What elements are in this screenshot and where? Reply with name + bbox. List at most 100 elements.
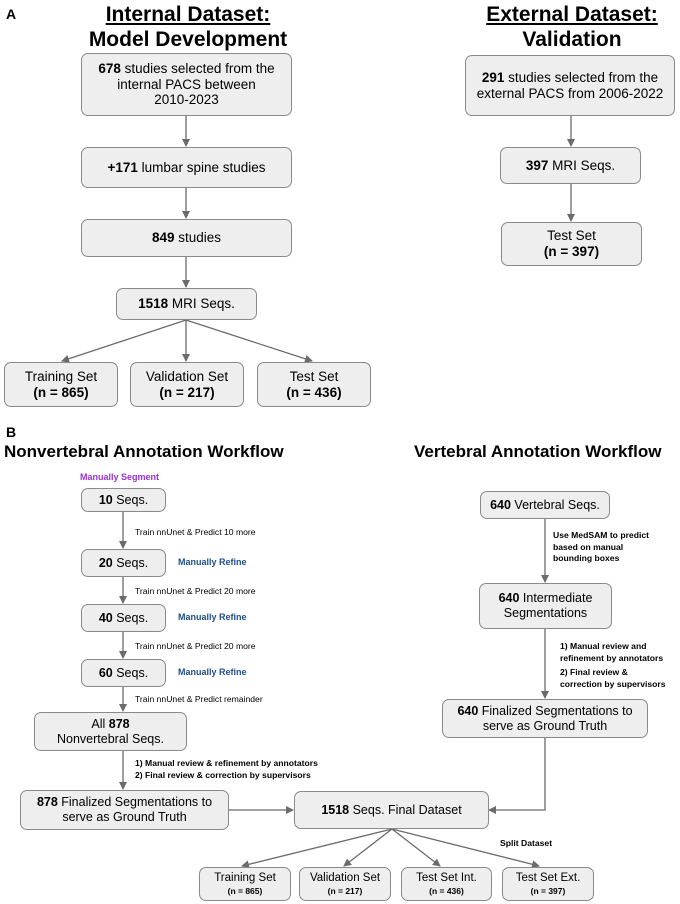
box-849-number: 849 [151, 230, 175, 246]
box-878-number: 878 [36, 795, 58, 810]
box-171-lumbar: +171 lumbar spine studies [81, 147, 292, 188]
box-849-text: studies [174, 230, 222, 246]
box-external-test-set: Test Set (n = 397) [501, 222, 642, 266]
box-171-text: lumbar spine studies [137, 159, 266, 175]
medsam-line-2: based on manual [553, 541, 624, 552]
box-878-finalized: 878 Finalized Segmentations to serve as … [20, 790, 229, 830]
medsam-line-1: Use MedSAM to predict [553, 530, 649, 540]
final-training-label: Training Set [214, 872, 276, 885]
arrow-split-training [241, 828, 393, 869]
nonvertebral-workflow-title: Nonvertebral Annotation Workflow [4, 442, 284, 461]
box-878-line-2: serve as Ground Truth [62, 810, 187, 824]
box-all-line-2: Nonvertebral Seqs. [56, 731, 164, 746]
box-20-number: 20 [98, 555, 113, 570]
step-train-predict-20a: Train nnUnet & Predict 20 more [135, 586, 256, 596]
nonvert-review-2: 2) Final review & correction by supervis… [135, 769, 311, 780]
arrow-640-to-final-dataset [488, 738, 546, 814]
validation-set-n: (n = 217) [159, 384, 215, 400]
box-all-prefix: All [91, 716, 109, 731]
arrow-split-validation [343, 828, 393, 867]
step-train-predict-20b: Train nnUnet & Predict 20 more [135, 641, 256, 651]
box-640-fin-text: Finalized Segmentations to [478, 703, 633, 718]
box-849-studies: 849 studies [81, 219, 292, 257]
box-397-mri: 397 MRI Seqs. [500, 147, 641, 184]
external-title-line-2: Validation [522, 28, 622, 52]
training-set-n: (n = 865) [33, 384, 89, 400]
vert-review-2a: 2) Final review & [560, 667, 628, 678]
box-640-finalized: 640 Finalized Segmentations to serve as … [442, 699, 648, 738]
vert-review-1a: 1) Manual review and [560, 641, 647, 651]
box-640-intermediate: 640 Intermediate Segmentations [479, 583, 612, 629]
box-640-fin-number: 640 [457, 703, 479, 718]
box-10-seqs: 10 Seqs. [81, 488, 166, 512]
box-all-878: All 878 Nonvertebral Seqs. [34, 712, 187, 751]
final-test-int-label: Test Set Int. [416, 872, 477, 885]
box-final-training: Training Set (n = 865) [199, 867, 291, 901]
arrow-split-test-ext [391, 828, 540, 869]
final-dataset-text: Seqs. Final Dataset [349, 802, 462, 817]
medsam-notes: Use MedSAM to predict based on manual bo… [553, 530, 649, 565]
box-final-test-int: Test Set Int. (n = 436) [401, 867, 492, 901]
box-291-text: studies selected from the [504, 69, 659, 85]
box-171-number: +171 [107, 159, 138, 175]
box-1518-final-dataset: 1518 Seqs. Final Dataset [294, 791, 489, 829]
vertebral-workflow-title: Vertebral Annotation Workflow [414, 442, 662, 461]
box-10-number: 10 [98, 492, 113, 507]
internal-dataset-title: Internal Dataset: Model Development [60, 2, 316, 52]
vert-review-2b: correction by supervisors [560, 678, 666, 689]
box-640-vert-number: 640 [490, 497, 511, 512]
box-640-vert-text: Vertebral Seqs. [510, 497, 600, 512]
box-678-line-3: 2010-2023 [154, 92, 219, 108]
step-train-predict-10: Train nnUnet & Predict 10 more [135, 527, 256, 537]
box-397-number: 397 [525, 157, 549, 173]
internal-title-line-2: Model Development [88, 28, 288, 52]
box-678-text: studies selected from the [120, 60, 275, 76]
external-dataset-title: External Dataset: Validation [452, 2, 680, 52]
training-set-label: Training Set [24, 368, 98, 384]
internal-title-line-1: Internal Dataset: [105, 3, 271, 26]
box-291-studies: 291 studies selected from the external P… [465, 55, 675, 116]
final-validation-label: Validation Set [309, 872, 381, 885]
final-dataset-number: 1518 [321, 802, 350, 817]
arrow-split-test-int [391, 828, 441, 867]
box-test-set: Test Set (n = 436) [257, 362, 371, 407]
box-final-validation: Validation Set (n = 217) [299, 867, 391, 901]
box-20-seqs: 20 Seqs. [81, 549, 166, 577]
box-60-seqs: 60 Seqs. [81, 659, 166, 687]
box-40-number: 40 [98, 610, 113, 625]
final-test-ext-label: Test Set Ext. [515, 872, 581, 885]
arrow-to-test [185, 319, 313, 363]
split-dataset-label: Split Dataset [500, 838, 553, 848]
box-678-studies: 678 studies selected from the internal P… [81, 53, 292, 116]
box-1518-text: MRI Seqs. [168, 296, 235, 312]
final-validation-n: (n = 217) [327, 885, 363, 896]
box-10-text: Seqs. [112, 492, 149, 507]
panel-b-label: B [6, 424, 17, 440]
box-final-test-ext: Test Set Ext. (n = 397) [502, 867, 594, 901]
test-set-label: Test Set [289, 368, 339, 384]
vert-review-1b: refinement by annotators [560, 652, 664, 663]
box-40-seqs: 40 Seqs. [81, 604, 166, 632]
box-640-fin-line-2: serve as Ground Truth [482, 718, 608, 733]
box-878-text: Finalized Segmentations to [57, 795, 213, 810]
medsam-line-3: bounding boxes [553, 553, 620, 564]
final-test-ext-n: (n = 397) [530, 885, 566, 896]
step-train-predict-remainder: Train nnUnet & Predict remainder [135, 694, 263, 704]
arrow-to-training [61, 319, 187, 363]
box-678-number: 678 [98, 60, 121, 76]
box-640-int-text: Intermediate [519, 591, 593, 606]
box-training-set: Training Set (n = 865) [4, 362, 118, 407]
panel-a-label: A [6, 6, 17, 22]
manually-refine-label-3: Manually Refine [178, 667, 247, 677]
box-40-text: Seqs. [112, 610, 149, 625]
box-60-text: Seqs. [112, 665, 149, 680]
box-60-number: 60 [98, 665, 113, 680]
box-validation-set: Validation Set (n = 217) [130, 362, 244, 407]
vert-review-notes: 1) Manual review and refinement by annot… [560, 641, 666, 690]
external-test-n: (n = 397) [543, 244, 600, 259]
box-291-line-2: external PACS from 2006-2022 [476, 85, 664, 101]
manually-segment-label: Manually Segment [80, 472, 160, 482]
box-20-text: Seqs. [112, 555, 149, 570]
validation-set-label: Validation Set [145, 368, 229, 384]
